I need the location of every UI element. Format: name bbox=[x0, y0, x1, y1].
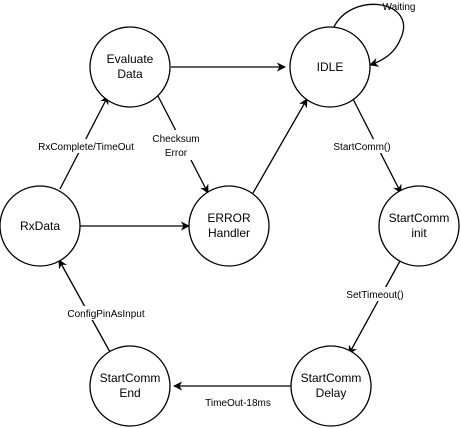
label-configpin-bg bbox=[60, 306, 152, 320]
edge-init-to-delay bbox=[348, 260, 401, 355]
label-checksum-line2: Error bbox=[165, 148, 188, 159]
state-evaluate-data: Evaluate Data bbox=[89, 26, 171, 108]
state-delay-line2: Delay bbox=[316, 386, 347, 400]
label-timeout18: TimeOut-18ms bbox=[205, 398, 271, 409]
state-error-handler: ERROR Handler bbox=[188, 185, 270, 267]
state-evaluate-line2: Data bbox=[117, 67, 143, 81]
state-rxdata-line1: RxData bbox=[20, 219, 60, 233]
state-rxdata: RxData bbox=[0, 185, 81, 267]
label-rxcomplete: RxComplete/TimeOut bbox=[38, 142, 134, 153]
label-startcomm: StartComm() bbox=[333, 142, 390, 153]
edge-idle-self-loop bbox=[332, 3, 405, 67]
state-init-line1: StartComm bbox=[389, 211, 450, 225]
label-settimeout-bg bbox=[341, 287, 409, 301]
label-settimeout: SetTimeout() bbox=[346, 290, 403, 301]
state-idle-line1: IDLE bbox=[317, 60, 344, 74]
state-startcomm-init: StartComm init bbox=[378, 185, 460, 267]
state-startcomm-end: StartComm End bbox=[89, 345, 171, 427]
label-waiting: Waiting bbox=[383, 2, 416, 13]
state-init-line2: init bbox=[411, 226, 427, 240]
state-evaluate-line1: Evaluate bbox=[107, 52, 154, 66]
label-checksum-bg bbox=[151, 130, 201, 160]
state-end-line2: End bbox=[119, 386, 140, 400]
edge-error-to-idle bbox=[252, 98, 308, 194]
label-checksum-line1: Checksum bbox=[152, 134, 199, 145]
state-idle: IDLE bbox=[289, 26, 371, 108]
state-error-line1: ERROR bbox=[207, 211, 251, 225]
state-startcomm-delay: StartComm Delay bbox=[290, 345, 372, 427]
state-end-line1: StartComm bbox=[100, 371, 161, 385]
state-error-line2: Handler bbox=[208, 226, 250, 240]
label-startcomm-bg bbox=[330, 139, 394, 153]
state-delay-line1: StartComm bbox=[301, 371, 362, 385]
label-rxcomplete-bg bbox=[32, 139, 140, 153]
label-configpin: ConfigPinAsInput bbox=[67, 309, 144, 320]
